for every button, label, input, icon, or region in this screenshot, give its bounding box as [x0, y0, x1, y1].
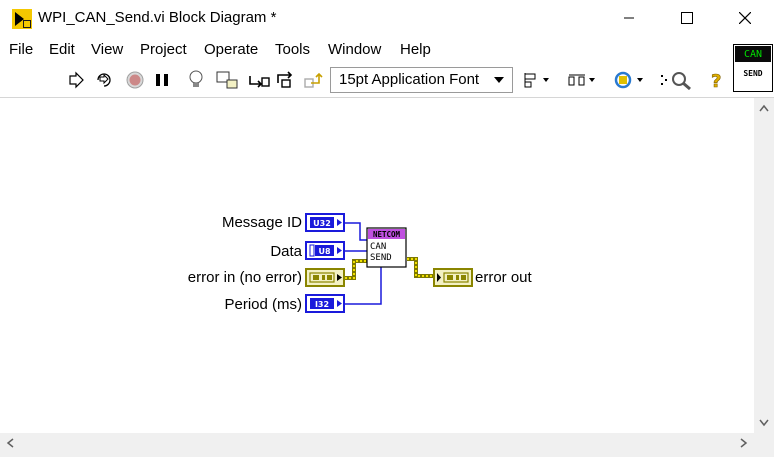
window-bottom-edge: [0, 453, 774, 457]
search-button[interactable]: [658, 68, 696, 92]
menu-bar: File Edit View Project Operate Tools Win…: [0, 38, 732, 62]
labview-app-icon: [12, 9, 32, 29]
message-id-type: U32: [313, 219, 331, 228]
run-continuously-button[interactable]: [93, 68, 115, 92]
svg-text:?: ?: [711, 71, 721, 90]
toolbar-divider: [0, 97, 774, 98]
message-id-label: Message ID: [221, 214, 302, 231]
font-select[interactable]: [330, 67, 513, 93]
title-bar: WPI_CAN_Send.vi Block Diagram *: [0, 0, 774, 36]
period-type: I32: [315, 300, 329, 309]
step-into-button[interactable]: [247, 68, 271, 92]
message-id-wire[interactable]: [345, 222, 367, 241]
horizontal-scrollbar[interactable]: [0, 433, 754, 453]
data-terminal[interactable]: U8: [305, 241, 345, 260]
diagram-wires-and-nodes: U32 U8 I32: [305, 213, 473, 313]
reorder-icon: [614, 71, 643, 89]
distribute-objects-icon: [568, 74, 595, 86]
subvi-banner: NETCOM: [373, 230, 401, 239]
retain-wire-values-icon: [216, 71, 238, 89]
maximize-button[interactable]: [658, 0, 716, 36]
maximize-icon: [681, 12, 693, 24]
abort-button[interactable]: [124, 68, 146, 92]
run-continuously-icon: [97, 73, 111, 87]
period-label: Period (ms): [224, 296, 302, 313]
step-over-icon: [277, 71, 293, 88]
highlight-execution-icon: [189, 70, 203, 87]
step-into-icon: [249, 76, 270, 88]
vertical-scrollbar[interactable]: [754, 98, 774, 433]
context-help-icon: ?: [711, 71, 722, 90]
minimize-button[interactable]: [600, 0, 658, 36]
error-out-label: error out: [475, 269, 532, 286]
error-out-wire[interactable]: [407, 257, 433, 278]
pause-button[interactable]: [152, 68, 172, 92]
toolbar: ?: [0, 64, 732, 96]
context-help-button[interactable]: ?: [706, 68, 728, 92]
scrollbar-corner: [754, 433, 774, 453]
font-select-value: 15pt Application Font: [339, 71, 480, 88]
scroll-right-icon[interactable]: [740, 438, 748, 448]
step-out-icon: [304, 72, 323, 88]
data-type: U8: [318, 247, 330, 256]
menu-tools[interactable]: Tools: [275, 41, 311, 58]
scroll-left-icon[interactable]: [6, 438, 14, 448]
can-send-subvi[interactable]: NETCOM CAN SEND: [366, 227, 407, 268]
vi-icon[interactable]: CAN SEND: [733, 44, 773, 92]
scroll-down-icon[interactable]: [759, 419, 769, 427]
error-in-terminal[interactable]: [305, 268, 345, 287]
close-button[interactable]: [716, 0, 774, 36]
align-objects-button[interactable]: [520, 68, 554, 92]
menu-help[interactable]: Help: [400, 41, 431, 58]
highlight-execution-button[interactable]: [185, 68, 207, 92]
menu-operate[interactable]: Operate: [204, 41, 259, 58]
error-out-indicator[interactable]: [433, 268, 473, 287]
window-title: WPI_CAN_Send.vi Block Diagram *: [38, 9, 277, 26]
subvi-line1: CAN: [370, 242, 386, 252]
subvi-line2: SEND: [370, 253, 392, 263]
scroll-up-icon[interactable]: [759, 104, 769, 112]
chevron-down-icon: [494, 77, 504, 83]
menu-edit[interactable]: Edit: [49, 41, 75, 58]
align-objects-icon: [524, 73, 549, 88]
error-in-wire[interactable]: [345, 259, 367, 280]
distribute-objects-button[interactable]: [566, 68, 600, 92]
menu-file[interactable]: File: [9, 41, 34, 58]
data-label: Data: [270, 243, 302, 260]
step-out-button[interactable]: [302, 68, 326, 92]
message-id-terminal[interactable]: U32: [305, 213, 345, 232]
menu-view[interactable]: View: [91, 41, 124, 58]
menu-window[interactable]: Window: [328, 41, 382, 58]
abort-icon: [126, 71, 144, 89]
run-button[interactable]: [66, 68, 86, 92]
minimize-icon: [624, 17, 634, 19]
reorder-button[interactable]: [612, 68, 648, 92]
step-over-button[interactable]: [275, 68, 299, 92]
error-in-label: error in (no error): [187, 269, 302, 286]
period-wire[interactable]: [345, 267, 382, 305]
block-diagram-canvas[interactable]: Message ID Data error in (no error) Peri…: [0, 98, 754, 433]
pause-icon: [156, 74, 168, 86]
vi-icon-bottom-label: SEND: [743, 68, 763, 78]
vi-icon-top-label: CAN: [735, 46, 771, 62]
menu-project[interactable]: Project: [140, 41, 187, 58]
retain-wire-values-button[interactable]: [216, 68, 238, 92]
close-icon: [739, 12, 751, 24]
run-arrow-icon: [69, 71, 84, 89]
period-terminal[interactable]: I32: [305, 294, 345, 313]
search-icon: [661, 72, 691, 90]
